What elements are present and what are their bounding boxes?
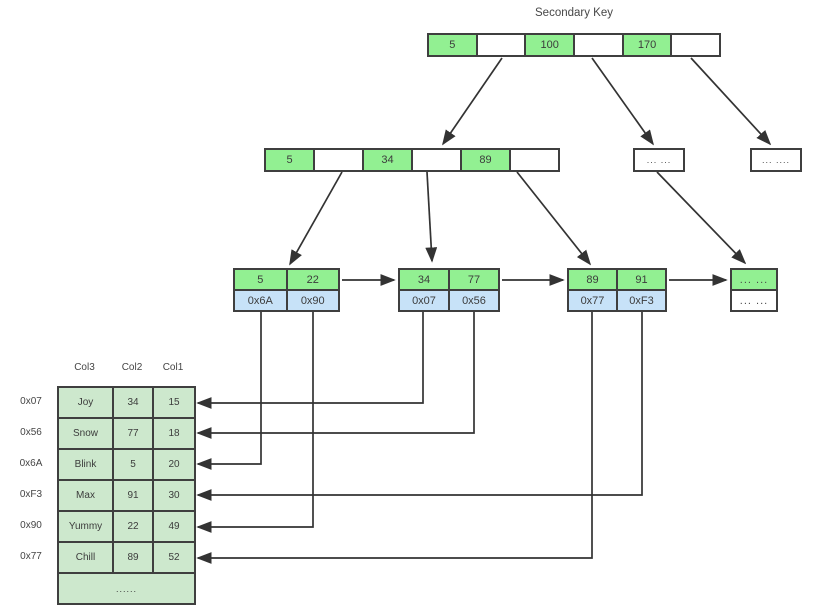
- internal-pointer-cell: [313, 148, 364, 172]
- table-cell: Joy: [59, 388, 112, 417]
- root-key-cell: 100: [524, 33, 576, 57]
- leaf-key-row: 89 91: [567, 268, 667, 291]
- table-header-col3: Col3: [74, 362, 95, 373]
- leaf-key-cell: 91: [616, 268, 667, 291]
- table-cell: 49: [154, 512, 194, 541]
- row-address-label: 0x90: [20, 520, 42, 531]
- table-cell: 89: [114, 543, 152, 572]
- internal-key-cell: 5: [264, 148, 315, 172]
- leaf-pointer-cell: 0x56: [448, 289, 500, 312]
- table-cell: 91: [114, 481, 152, 510]
- leaf-pointer-cell: ... ...: [730, 289, 778, 312]
- arrow-moreleft-to-leaf4: [656, 171, 747, 265]
- leaf-key-row: 5 22: [233, 268, 340, 291]
- pointer-0x6A-to-row-blink: [196, 312, 262, 470]
- table-cell: 52: [154, 543, 194, 572]
- table-cell: 5: [114, 450, 152, 479]
- table-ellipsis-row: ......: [59, 574, 194, 603]
- leaf-key-cell: 34: [398, 268, 450, 291]
- table-cell: 20: [154, 450, 194, 479]
- leaf-pointer-cell: 0xF3: [616, 289, 667, 312]
- leaf-pointer-row: 0x6A 0x90: [233, 289, 340, 312]
- leaf-pointer-cell: 0x90: [285, 289, 340, 312]
- row-address-label: 0x07: [20, 396, 42, 407]
- table-cell: Blink: [59, 450, 112, 479]
- table-headers: Col3 Col2 Col1: [57, 362, 194, 373]
- leaf-node-3: 89 91 0x77 0xF3: [567, 268, 667, 312]
- leaf-key-cell: 5: [233, 268, 288, 291]
- pointer-0x07-to-row-joy: [196, 312, 424, 409]
- row-address-label: 0x56: [20, 427, 42, 438]
- leaf-key-cell: 22: [285, 268, 340, 291]
- leaf-pointer-cell: 0x6A: [233, 289, 288, 312]
- table-cell: Snow: [59, 419, 112, 448]
- data-table: Joy 34 15 Snow 77 18 Blink 5 20 Max 91 3…: [57, 386, 196, 605]
- table-cell: 77: [114, 419, 152, 448]
- leaf-key-cell: ... ...: [730, 268, 778, 291]
- leaf-node-2: 34 77 0x07 0x56: [398, 268, 500, 312]
- root-pointer-cell: [573, 33, 624, 57]
- table-cell: Chill: [59, 543, 112, 572]
- row-address-label: 0x77: [20, 551, 42, 562]
- leaf-key-cell: 77: [448, 268, 500, 291]
- table-cell: 22: [114, 512, 152, 541]
- root-node: 5 100 170: [427, 33, 722, 57]
- leaf-key-row: ... ...: [730, 268, 778, 291]
- diagram-title: Secondary Key: [535, 7, 613, 19]
- arrow-root-to-more-left: [591, 57, 654, 146]
- arrow-internal-to-leaf1: [289, 171, 343, 266]
- arrow-internal-to-leaf3: [516, 171, 592, 266]
- leaf-pointer-row: 0x77 0xF3: [567, 289, 667, 312]
- internal-key-cell: 89: [460, 148, 511, 172]
- table-cell: 15: [154, 388, 194, 417]
- leaf-pointer-cell: 0x07: [398, 289, 450, 312]
- leaf-node-1: 5 22 0x6A 0x90: [233, 268, 340, 312]
- pointer-0x77-to-row-chill: [196, 312, 593, 564]
- arrow-root-to-more-right: [690, 57, 772, 146]
- table-cell: 34: [114, 388, 152, 417]
- pointer-0x56-to-row-snow: [196, 312, 475, 439]
- leaf-key-row: 34 77: [398, 268, 500, 291]
- internal-node: 5 34 89: [264, 148, 560, 172]
- leaf-pointer-row: 0x07 0x56: [398, 289, 500, 312]
- pointer-0x90-to-row-yummy: [196, 312, 314, 533]
- arrow-root-to-internal: [442, 57, 503, 146]
- leaf-key-cell: 89: [567, 268, 618, 291]
- leaf-node-4: ... ... ... ...: [730, 268, 778, 312]
- table-cell: 18: [154, 419, 194, 448]
- table-header-col2: Col2: [121, 362, 143, 373]
- arrow-internal-to-leaf2: [425, 171, 438, 263]
- row-address-label: 0x6A: [19, 458, 43, 469]
- row-address-label: 0xF3: [19, 489, 43, 500]
- pointer-0xF3-to-row-max: [196, 312, 643, 501]
- internal-pointer-cell: [411, 148, 462, 172]
- leaf-pointer-cell: 0x77: [567, 289, 618, 312]
- root-pointer-cell: [670, 33, 722, 57]
- internal-key-cell: 34: [362, 148, 413, 172]
- root-key-cell: 5: [427, 33, 478, 57]
- internal-more-left-node: ... ...: [633, 148, 685, 172]
- table-cell: Max: [59, 481, 112, 510]
- table-header-col1: Col1: [162, 362, 184, 373]
- root-pointer-cell: [475, 33, 527, 57]
- internal-more-right-node: ... ....: [750, 148, 802, 172]
- table-cell: 30: [154, 481, 194, 510]
- internal-pointer-cell: [509, 148, 560, 172]
- table-cell: Yummy: [59, 512, 112, 541]
- leaf-pointer-row: ... ...: [730, 289, 778, 312]
- root-key-cell: 170: [621, 33, 673, 57]
